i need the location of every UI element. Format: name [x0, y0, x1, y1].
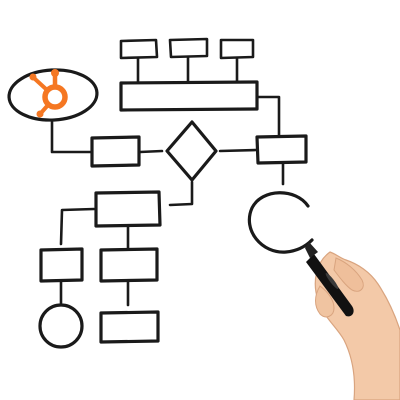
connector-wide-to-right	[256, 95, 281, 138]
hand-thumb	[315, 285, 335, 318]
decision-diamond	[165, 120, 218, 182]
top-box-middle	[168, 37, 209, 59]
connector-diamond-to-right	[218, 148, 258, 153]
middle-right-box	[255, 134, 308, 165]
connector-diamond-down	[168, 180, 194, 207]
bottom-middle-box	[99, 247, 159, 283]
hand-with-marker	[305, 242, 400, 400]
bottom-left-box	[39, 247, 84, 283]
connector-lower-left-branch	[59, 207, 96, 246]
hubspot-sprocket-icon	[29, 69, 68, 118]
marker-highlight	[325, 273, 339, 289]
lower-middle-box	[94, 190, 162, 228]
logo-ellipse	[7, 68, 99, 122]
marker-tip	[305, 242, 318, 258]
hand-finger	[333, 257, 364, 292]
connector-left-to-diamond	[138, 149, 164, 154]
connector-ellipse-to-left-box	[50, 119, 92, 154]
end-circle	[38, 303, 84, 349]
middle-left-box	[90, 135, 141, 168]
terminator-circle-open	[247, 191, 314, 254]
top-box-right	[219, 38, 255, 60]
wide-process-box	[119, 80, 259, 112]
final-box	[99, 310, 160, 344]
marker-body	[306, 254, 354, 317]
top-box-left	[119, 38, 159, 60]
